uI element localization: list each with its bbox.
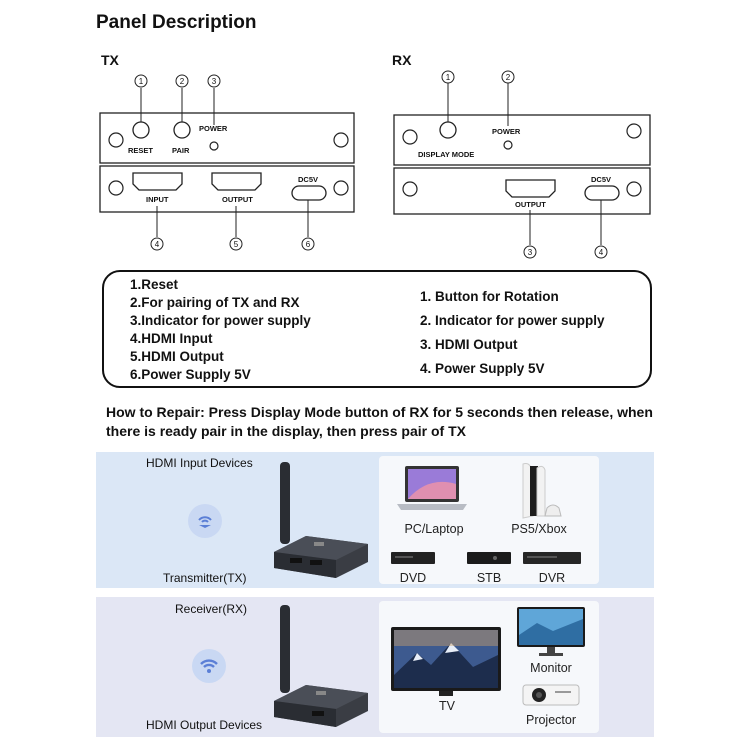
receiver-device-icon — [274, 605, 368, 727]
tx-bottom-panel: INPUT OUTPUT DC5V 4 5 6 — [99, 165, 355, 251]
list-item: 1.Reset — [130, 277, 179, 292]
list-item: 2.For pairing of TX and RX — [130, 295, 300, 310]
hdmi-output-devices-caption: HDMI Output Devices — [146, 718, 263, 732]
laptop-icon — [397, 466, 467, 510]
list-item: 4. Power Supply 5V — [420, 361, 545, 376]
device-label: Projector — [525, 713, 577, 727]
list-item: 4.HDMI Input — [130, 331, 213, 346]
rx-description-list: 1. Button for Rotation 2. Indicator for … — [420, 285, 605, 381]
screw-icon — [626, 123, 642, 139]
screw-icon — [108, 132, 124, 148]
console-icon — [522, 463, 562, 519]
dvd-player-icon — [391, 552, 435, 564]
wifi-signal-icon — [192, 649, 226, 683]
list-item: 3.Indicator for power supply — [130, 313, 311, 328]
device-label: STB — [476, 571, 502, 585]
screw-icon — [108, 180, 124, 196]
tx-top-panel: RESET PAIR POWER 1 2 3 — [99, 74, 355, 164]
device-label: DVR — [538, 571, 566, 585]
tx-callout-1: 1 — [139, 77, 144, 86]
rx-bottom-panel: OUTPUT DC5V 3 4 — [393, 167, 651, 259]
device-label: TV — [439, 699, 455, 713]
dc-port-icon — [584, 185, 620, 201]
list-item: 2. Indicator for power supply — [420, 313, 605, 328]
screw-icon — [333, 180, 349, 196]
power-led-icon — [503, 140, 513, 150]
tx-reset-label: RESET — [128, 146, 153, 155]
device-label: PS5/Xbox — [511, 522, 567, 536]
receiver-caption: Receiver(RX) — [175, 602, 248, 616]
rx-callout-1: 1 — [446, 73, 451, 82]
tx-heading: TX — [101, 52, 119, 68]
dc-port-icon — [291, 185, 327, 201]
list-item: 3. HDMI Output — [420, 337, 518, 352]
hdmi-input-devices-caption: HDMI Input Devices — [146, 456, 253, 470]
tx-pair-label: PAIR — [172, 146, 190, 155]
tx-callout-3: 3 — [212, 77, 217, 86]
screw-icon — [402, 129, 418, 145]
rx-heading: RX — [392, 52, 412, 68]
list-item: 6.Power Supply 5V — [130, 367, 251, 382]
description-box: 1.Reset 2.For pairing of TX and RX 3.Ind… — [102, 270, 652, 388]
list-item: 5.HDMI Output — [130, 349, 224, 364]
output-devices-panel: TV Monitor Projector — [379, 601, 599, 733]
tx-power-label: POWER — [199, 124, 228, 133]
stb-icon — [467, 552, 511, 564]
tx-callout-5: 5 — [234, 240, 239, 249]
input-devices-panel: PC/Laptop PS5/Xbox DVD STB DVR — [379, 456, 599, 585]
page-title: Panel Description — [96, 12, 257, 33]
device-label: PC/Laptop — [404, 522, 464, 536]
tv-icon — [391, 627, 501, 696]
rx-callout-4: 4 — [599, 248, 604, 257]
rx-output-label: OUTPUT — [515, 200, 546, 209]
signal-icon — [188, 504, 222, 538]
rx-display-mode-label: DISPLAY MODE — [418, 150, 474, 159]
tx-output-label: OUTPUT — [222, 195, 253, 204]
screw-icon — [402, 181, 418, 197]
power-led-icon — [209, 141, 219, 151]
device-label: DVD — [399, 571, 427, 585]
dvr-icon — [523, 552, 581, 564]
rx-top-panel: DISPLAY MODE POWER 1 2 — [393, 70, 651, 166]
tx-description-list: 1.Reset 2.For pairing of TX and RX 3.Ind… — [130, 276, 311, 384]
hdmi-output-port-icon — [211, 172, 262, 191]
device-label: Monitor — [530, 661, 572, 675]
tx-dc-label: DC5V — [298, 175, 318, 184]
rx-connection-band: Receiver(RX) HDMI Output Devices TV — [96, 597, 654, 737]
transmitter-caption: Transmitter(TX) — [163, 571, 247, 585]
screw-icon — [626, 181, 642, 197]
tx-callout-2: 2 — [180, 77, 185, 86]
rx-dc-label: DC5V — [591, 175, 611, 184]
tx-input-label: INPUT — [146, 195, 169, 204]
repair-instructions: How to Repair: Press Display Mode button… — [106, 404, 653, 439]
hdmi-input-port-icon — [132, 172, 183, 191]
hdmi-output-port-icon — [505, 179, 556, 198]
monitor-icon — [517, 607, 585, 656]
panel-diagram: RESET PAIR POWER 1 2 3 INPUT OUTPUT DC5V… — [99, 70, 651, 259]
rx-power-label: POWER — [492, 127, 521, 136]
screw-icon — [333, 132, 349, 148]
transmitter-device-icon — [274, 462, 368, 578]
tx-callout-6: 6 — [306, 240, 311, 249]
rx-callout-3: 3 — [528, 248, 533, 257]
projector-icon — [522, 684, 580, 706]
tx-callout-4: 4 — [155, 240, 160, 249]
list-item: 1. Button for Rotation — [420, 289, 559, 304]
rx-callout-2: 2 — [506, 73, 511, 82]
tx-connection-band: HDMI Input Devices Transmitter(TX) PC/La… — [96, 452, 654, 588]
